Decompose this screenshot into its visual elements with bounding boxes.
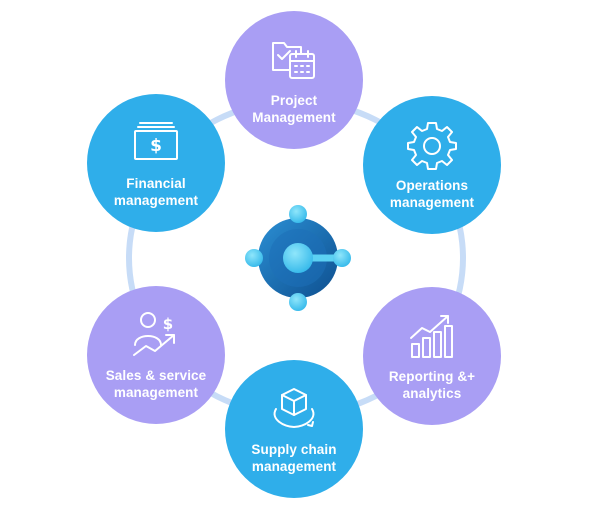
node-operations-management: Operations management bbox=[363, 96, 501, 234]
gear-icon bbox=[407, 122, 457, 170]
business-central-logo-icon bbox=[245, 205, 351, 311]
node-label: Sales & service management bbox=[105, 368, 207, 400]
node-label: Supply chain management bbox=[251, 442, 337, 474]
svg-text:$: $ bbox=[163, 315, 173, 333]
node-label: Operations management bbox=[389, 178, 475, 210]
bar-chart-trend-icon bbox=[410, 315, 453, 358]
node-project-management: Project Management bbox=[225, 11, 363, 149]
folder-calendar-icon bbox=[272, 42, 315, 79]
node-sales-service-management: $ Sales & service management bbox=[87, 286, 225, 424]
person-dollar-trend-icon: $ bbox=[133, 312, 175, 356]
banknote-stack-icon: $ bbox=[134, 122, 178, 160]
node-financial-management: $ Financial management bbox=[87, 94, 225, 232]
box-cycle-icon bbox=[273, 388, 315, 428]
node-supply-chain-management: Supply chain management bbox=[225, 360, 363, 498]
node-label: Project Management bbox=[252, 93, 336, 125]
svg-text:$: $ bbox=[150, 136, 162, 156]
node-label: Reporting &+ analytics bbox=[388, 369, 476, 401]
node-label: Financial management bbox=[113, 176, 199, 208]
node-reporting-analytics: Reporting &+ analytics bbox=[363, 287, 501, 425]
